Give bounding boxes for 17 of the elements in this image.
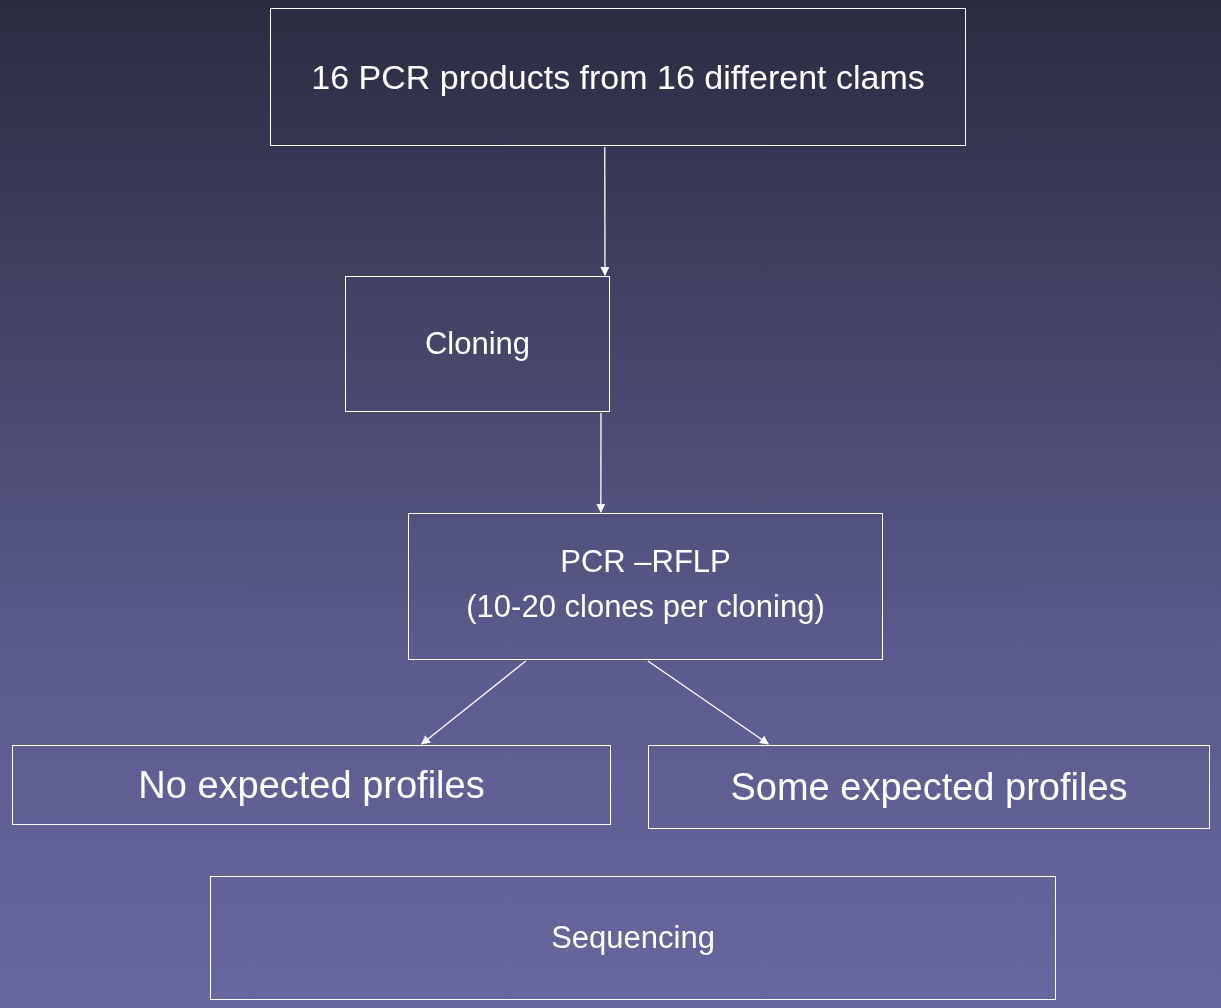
arrow: [647, 660, 769, 745]
step-text: 16 PCR products from 16 different clams: [311, 56, 925, 98]
arrow: [600, 146, 610, 276]
step-text: No expected profiles: [138, 766, 485, 804]
step-text: Cloning: [424, 324, 531, 363]
step-text: Sequencing: [551, 918, 715, 957]
process-box: [210, 876, 1056, 1000]
step-text: Some expected profiles: [730, 768, 1128, 806]
step-text: (10-20 clones per cloning): [466, 587, 825, 626]
process-box: [270, 8, 966, 146]
step-text: PCR –RFLP: [560, 542, 731, 581]
arrow: [421, 660, 527, 745]
process-box: [12, 745, 611, 825]
process-box: [648, 745, 1210, 829]
arrow: [596, 412, 606, 513]
process-box: [408, 513, 883, 660]
process-box: [345, 276, 610, 412]
